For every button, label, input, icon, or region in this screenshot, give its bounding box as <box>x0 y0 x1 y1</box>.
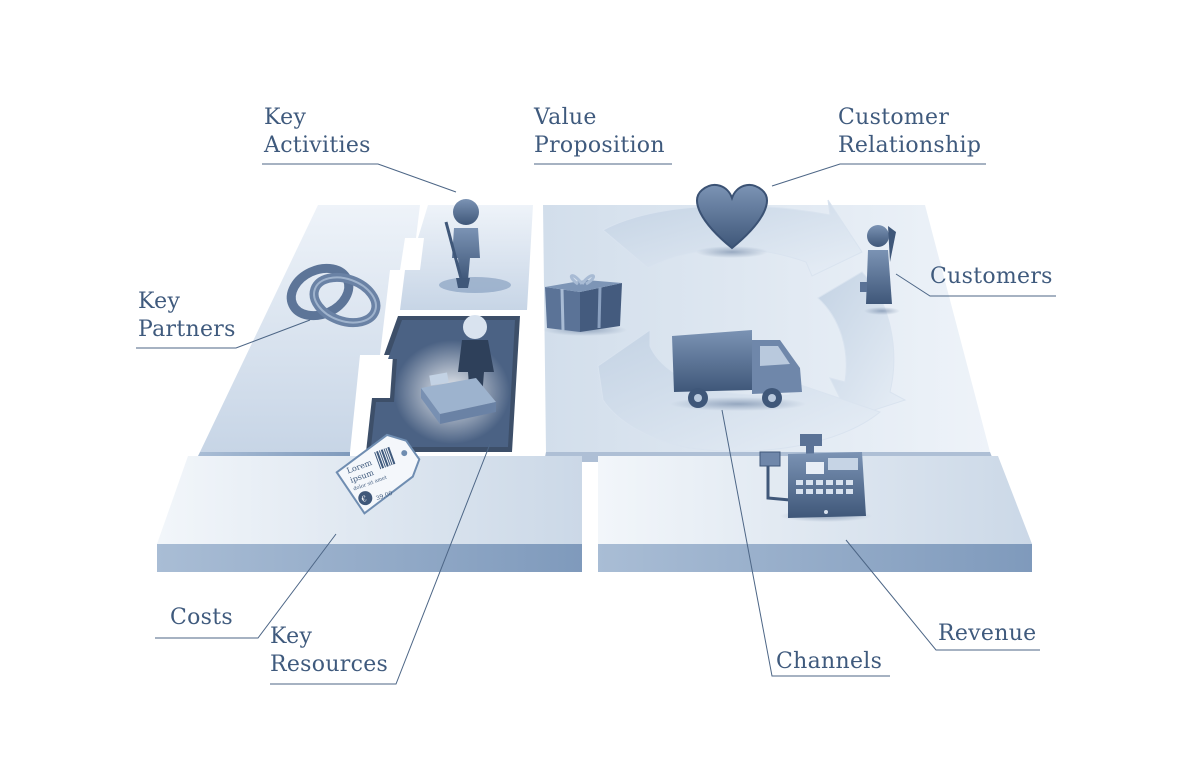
customer-relationship-leader <box>771 163 986 187</box>
heart-icon <box>696 183 768 258</box>
customers-label: Customers <box>930 263 1053 291</box>
gift-box-icon <box>543 274 627 336</box>
customers-leader <box>895 273 1056 297</box>
channels-leader <box>721 409 890 677</box>
customers-label-line-1: Customers <box>930 264 1053 289</box>
customer-person-icon <box>860 225 900 315</box>
price-tag-icon: Lorem ipsum dolor sit amet 39,00 € <box>335 433 421 515</box>
channels-label-line-1: Channels <box>776 649 883 674</box>
key-partners-label: Key Partners <box>138 288 236 344</box>
costs-label: Costs <box>170 604 233 632</box>
key-activities-leader <box>262 163 457 193</box>
key-partners-label-line-1: Key <box>138 289 181 314</box>
euro-icon: € <box>359 494 368 505</box>
truck-icon <box>670 330 806 411</box>
key-resources-label-line-1: Key <box>270 624 313 649</box>
customer-relationship-label-line-1: Customer <box>838 105 950 130</box>
leader-lines <box>136 163 1056 685</box>
costs-leader <box>155 533 337 639</box>
revenue-label: Revenue <box>938 620 1037 648</box>
channels-label: Channels <box>776 648 882 676</box>
key-resources-label: Key Resources <box>270 623 388 679</box>
rings-icon <box>286 263 381 328</box>
value-proposition-label-line-1: Value <box>534 105 597 130</box>
key-resources-label-line-2: Resources <box>270 652 389 677</box>
key-partners-label-line-2: Partners <box>138 317 236 342</box>
customer-relationship-label-line-2: Relationship <box>838 133 982 158</box>
cash-register-icon <box>759 434 872 522</box>
revenue-label-line-1: Revenue <box>938 621 1037 646</box>
key-resources-leader <box>270 443 491 685</box>
revenue-leader <box>845 539 1040 651</box>
man-with-machine-icon <box>421 315 496 424</box>
value-proposition-label: Value Proposition <box>534 104 665 160</box>
worker-icon <box>439 199 511 293</box>
key-activities-label: Key Activities <box>264 104 371 160</box>
customer-relationship-label: Customer Relationship <box>838 104 981 160</box>
costs-label-line-1: Costs <box>170 605 233 630</box>
key-partners-leader <box>136 319 311 349</box>
value-proposition-label-line-2: Proposition <box>534 133 665 158</box>
key-activities-label-line-1: Key <box>264 105 307 130</box>
key-activities-label-line-2: Activities <box>264 133 371 158</box>
